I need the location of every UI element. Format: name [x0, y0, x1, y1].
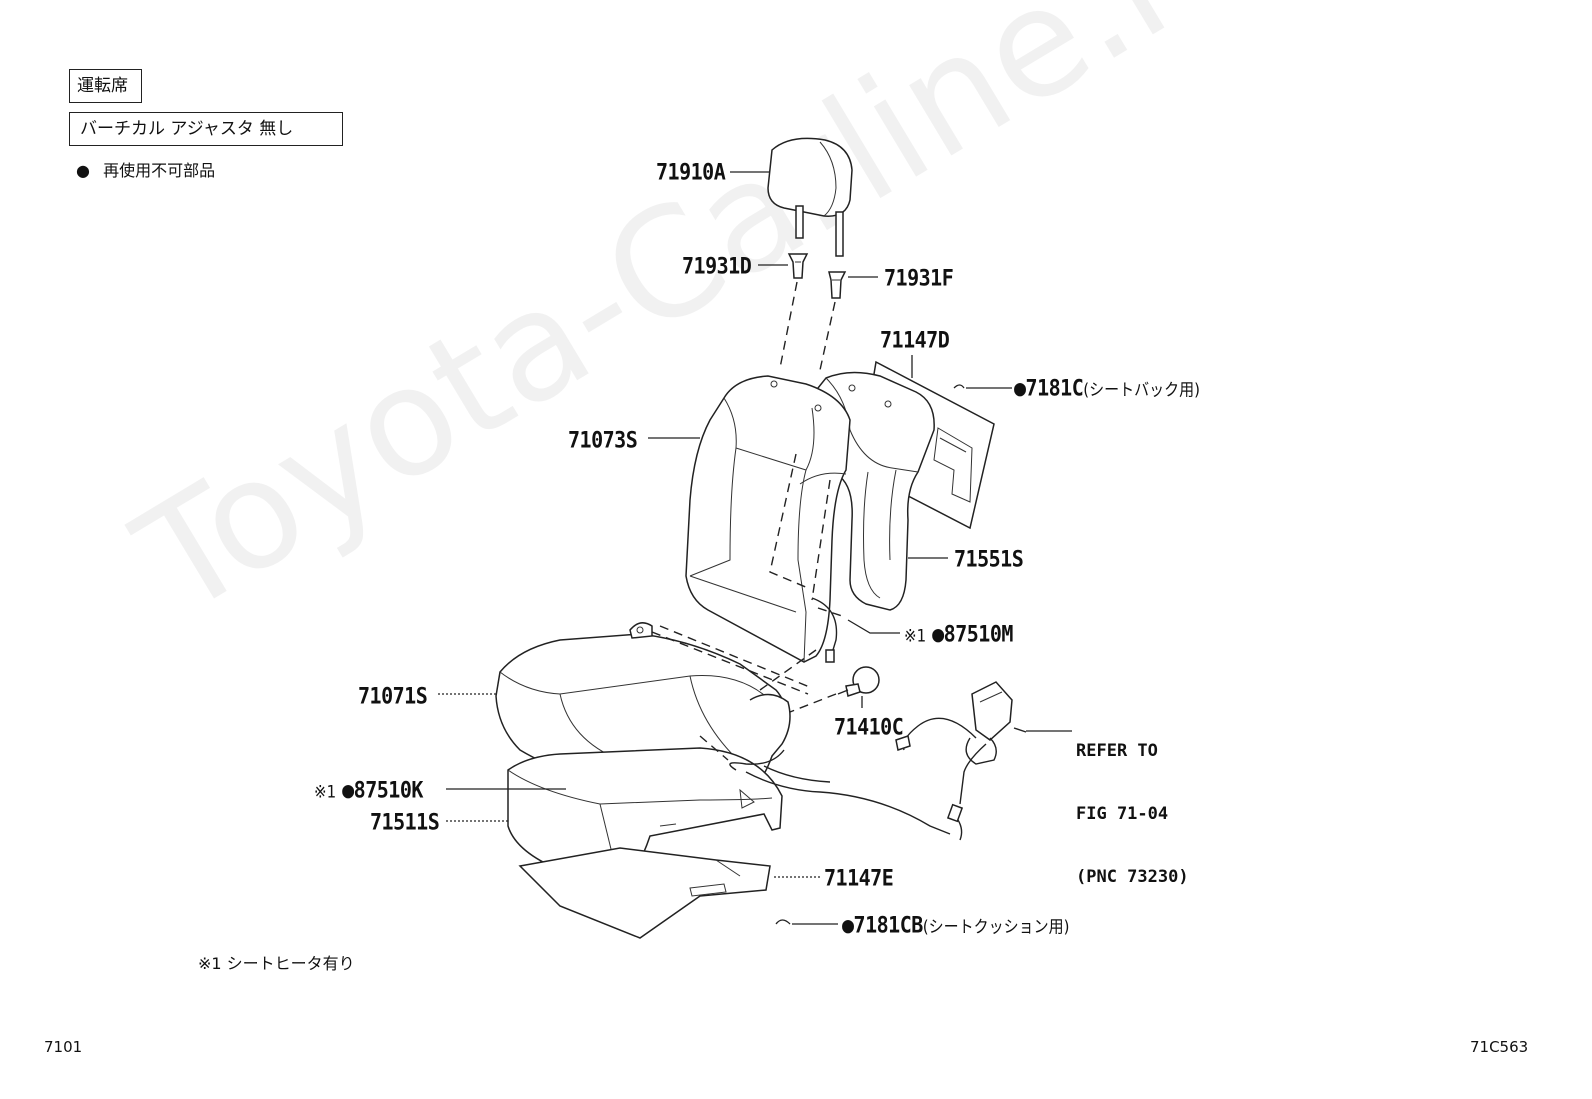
nonreusable-dot-icon: ● — [76, 161, 90, 180]
label-71071S: 71071S — [358, 682, 428, 709]
page-code-right: 71C563 — [1470, 1038, 1529, 1056]
label-71551S: 71551S — [954, 545, 1024, 572]
label-7181C: ●7181C(シートバック用) — [1014, 374, 1200, 401]
back-heater-wire-drawing — [811, 597, 843, 663]
nonreusable-legend-text: 再使用不可部品 — [103, 161, 216, 180]
note-seatback: (シートバック用) — [1083, 379, 1200, 400]
seat-position-box: 運転席 — [69, 69, 142, 103]
nonreusable-dot-icon: ● — [1014, 374, 1026, 401]
cushion-hook-drawing — [789, 666, 880, 713]
nonreusable-legend: ● 再使用不可部品 — [76, 157, 215, 181]
headrest-drawing — [767, 137, 853, 257]
reference-line-1: REFER TO — [1076, 741, 1158, 761]
reference-line-2: FIG 71-04 — [1076, 804, 1169, 824]
nonreusable-dot-icon: ● — [932, 620, 944, 647]
leader-lines — [438, 171, 1072, 925]
cushion-heater-wire-drawing — [699, 735, 964, 841]
label-71147D: 71147D — [880, 326, 950, 353]
label-87510M: ※1●87510M — [904, 620, 1013, 647]
adjuster-condition-box: バーチカル アジャスタ 無し — [69, 112, 343, 146]
footnote-mark: ※1 — [904, 625, 927, 646]
reference-note[interactable]: REFER TO FIG 71-04 (PNC 73230) — [1076, 699, 1189, 930]
nonreusable-dot-icon: ● — [342, 776, 354, 803]
reference-line-3: (PNC 73230) — [1076, 867, 1189, 887]
label-71511S: 71511S — [370, 808, 440, 835]
cushion-pad-sheet-drawing — [518, 847, 771, 939]
note-seat-cushion: (シートクッション用) — [922, 916, 1070, 937]
label-71931D: 71931D — [682, 252, 752, 279]
label-71910A: 71910A — [656, 158, 726, 185]
nonreusable-dot-icon: ● — [842, 911, 854, 938]
label-71147E: 71147E — [824, 864, 894, 891]
page-code-left: 7101 — [44, 1038, 83, 1056]
label-71073S: 71073S — [568, 426, 638, 453]
back-cover-drawing — [685, 375, 851, 663]
label-71410C: 71410C — [834, 713, 904, 740]
label-87510K: ※1●87510K — [314, 776, 423, 803]
label-7181CB: ●7181CB(シートクッション用) — [842, 911, 1070, 938]
seatbelt-buckle-drawing — [895, 681, 1027, 805]
footnote-mark: ※1 — [314, 781, 337, 802]
label-71931F: 71931F — [884, 264, 954, 291]
footnote-seat-heater: ※1 シートヒータ有り — [198, 954, 355, 973]
headrest-supports-drawing — [779, 253, 847, 371]
